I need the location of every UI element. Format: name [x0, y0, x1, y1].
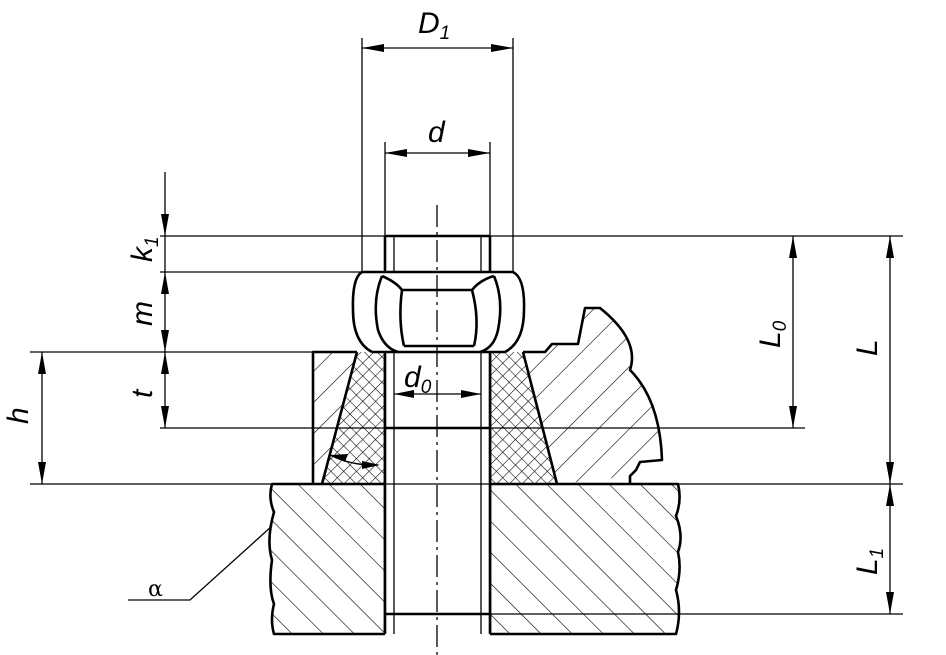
- label-L: L: [851, 339, 884, 356]
- svg-text:L0: L0: [754, 320, 791, 348]
- dimension-lines: [38, 44, 894, 614]
- label-m: m: [126, 301, 159, 326]
- label-k1: k1: [126, 236, 163, 262]
- label-alpha: α: [148, 577, 163, 602]
- label-h: h: [2, 407, 35, 424]
- base-plate: [268, 482, 682, 636]
- label-D1: D1: [418, 7, 450, 44]
- svg-text:L1: L1: [851, 548, 888, 575]
- label-L0: L0: [754, 320, 791, 348]
- label-L1: L1: [851, 548, 888, 575]
- hex-nut: [351, 270, 526, 354]
- extension-lines: [30, 38, 903, 615]
- svg-text:h: h: [2, 407, 35, 424]
- label-d: d: [428, 116, 446, 149]
- svg-text:L: L: [851, 339, 884, 356]
- svg-text:t: t: [126, 388, 159, 398]
- svg-text:m: m: [126, 301, 159, 326]
- label-d0: d0: [404, 361, 432, 398]
- cone-sleeve: [320, 351, 559, 485]
- svg-text:k1: k1: [126, 236, 163, 262]
- label-t: t: [126, 388, 159, 398]
